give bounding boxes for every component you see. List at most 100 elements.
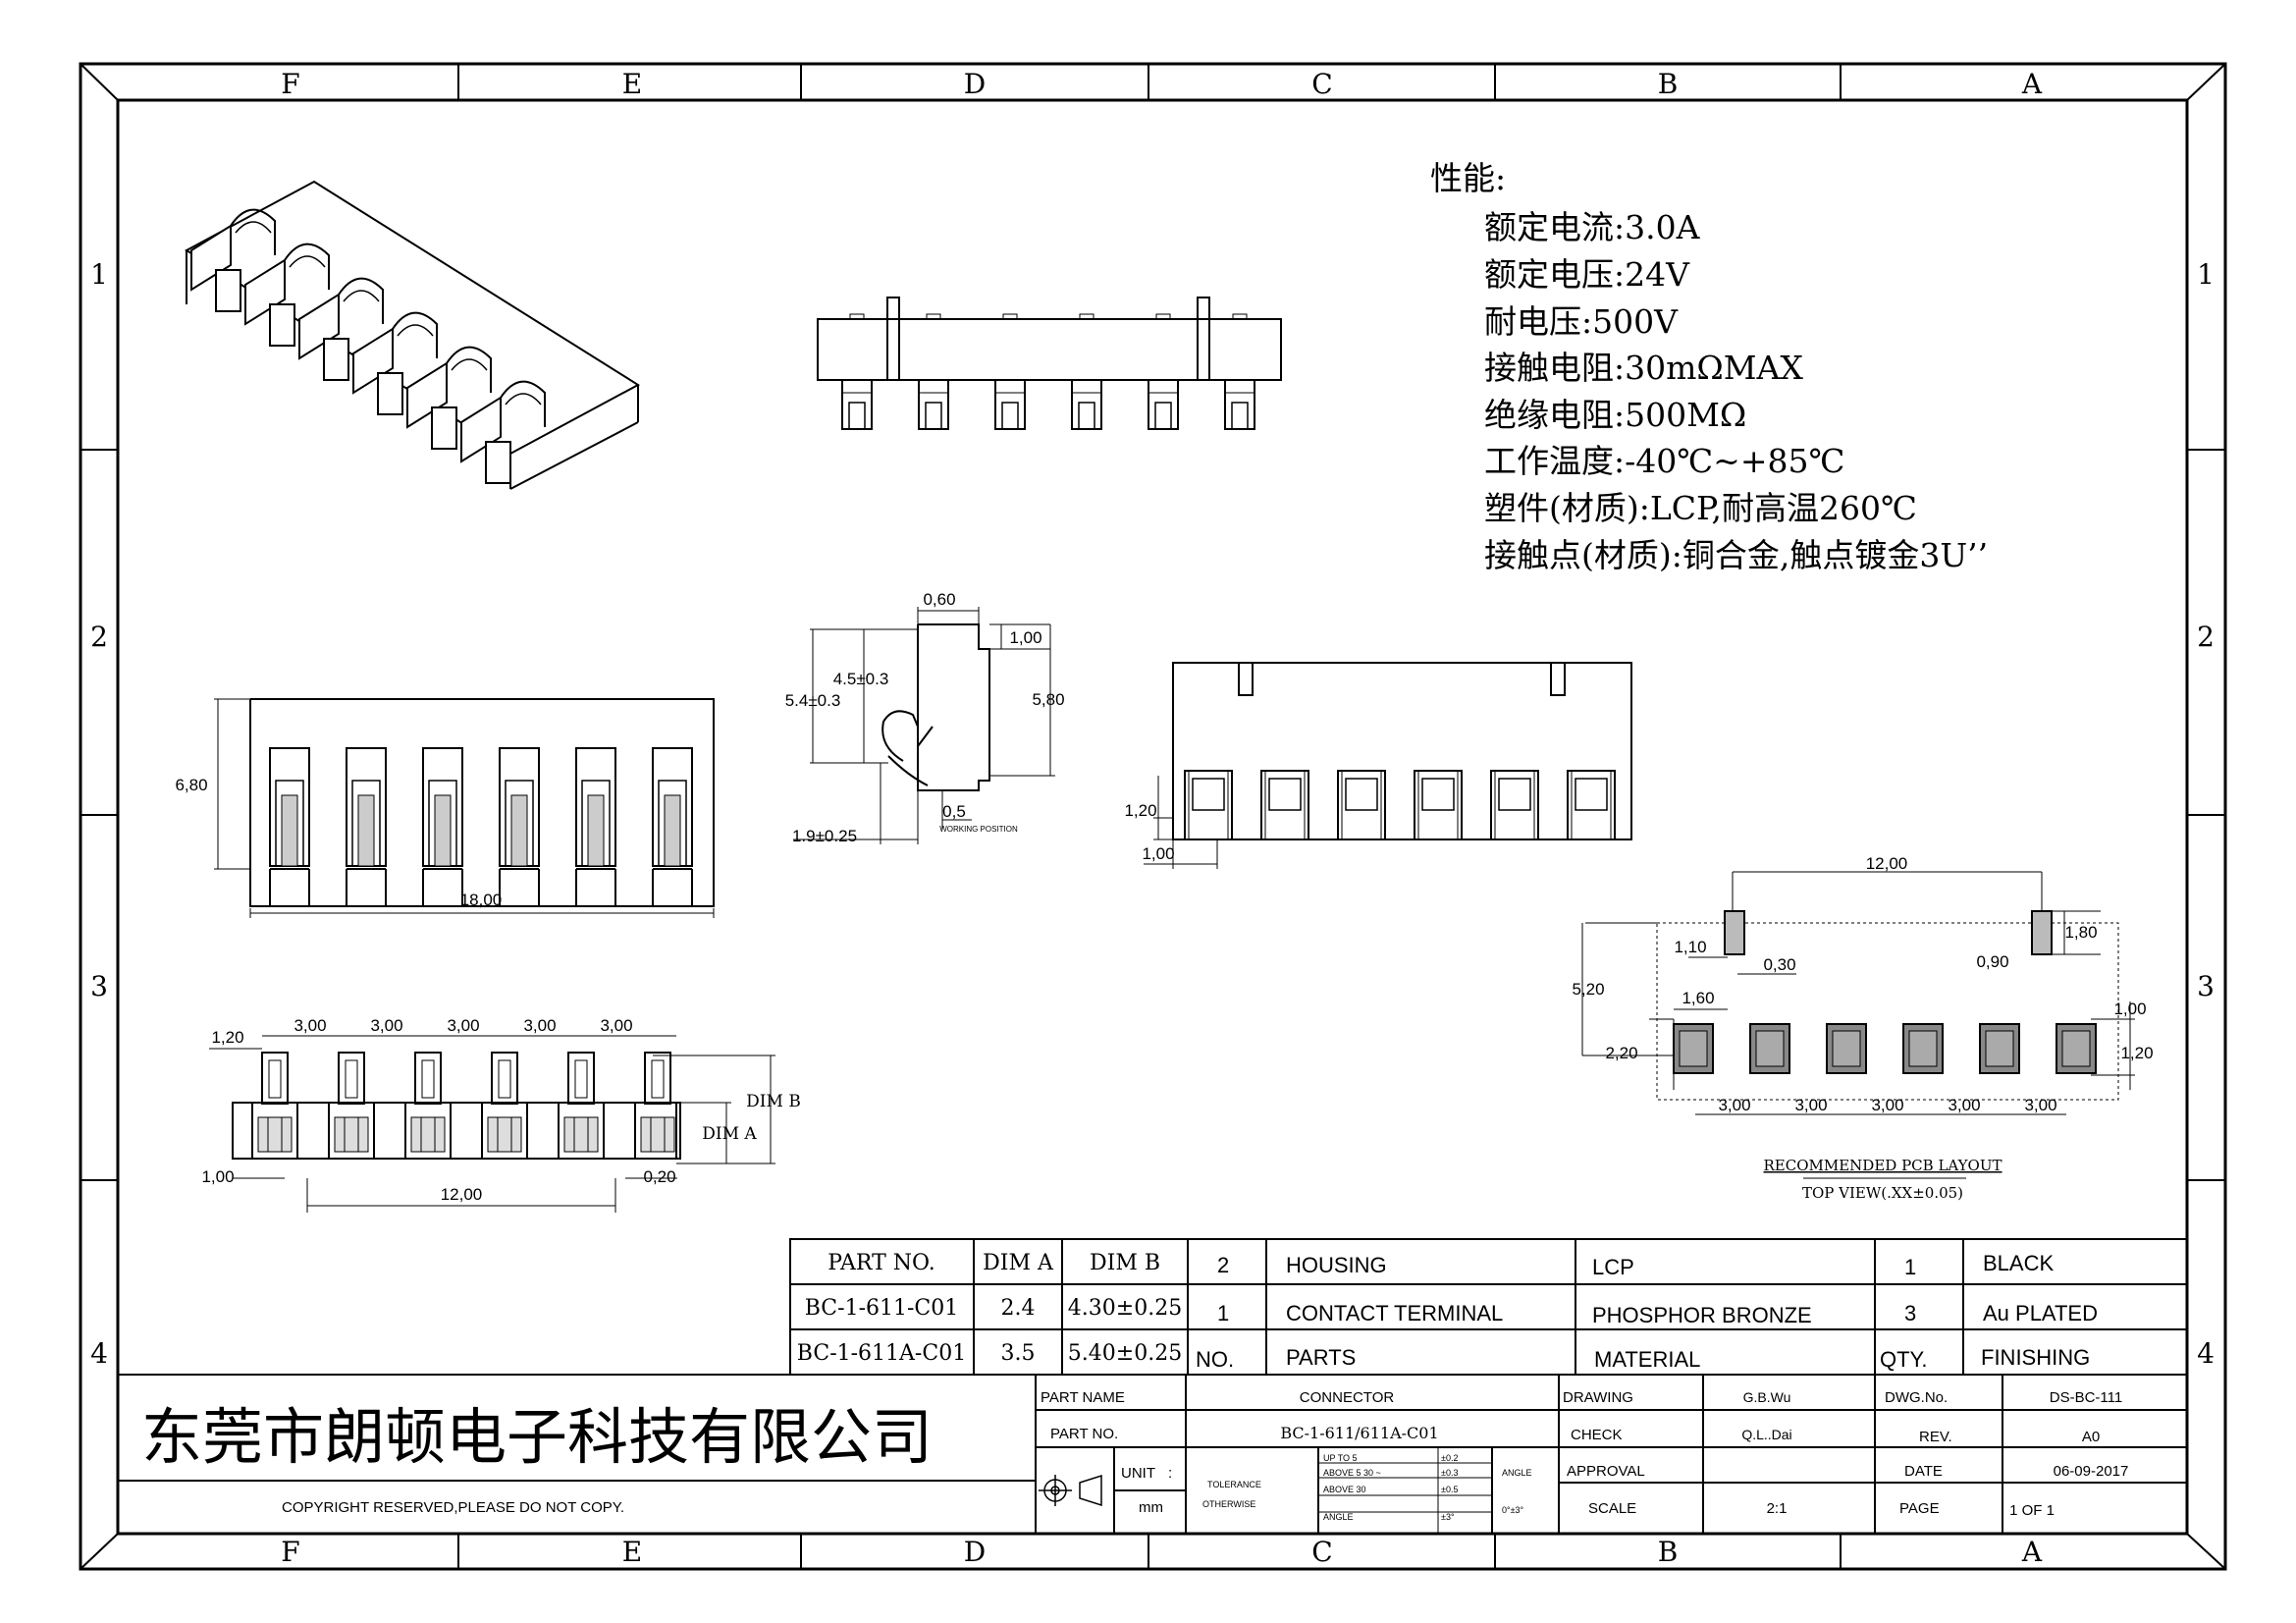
col-label-top: E [622, 68, 642, 100]
top-view [817, 297, 1282, 430]
bom-cell: NO. [1196, 1347, 1234, 1372]
back-contact-cell [1184, 770, 1233, 840]
iso-contact-arc [338, 277, 384, 324]
bottom-contact-pad [410, 1116, 446, 1153]
col-label-bottom: A [2021, 1536, 2043, 1568]
iso-contact-inner [505, 393, 542, 406]
bottom-contact-pad [563, 1116, 599, 1153]
bottom-contact-pad [640, 1116, 675, 1153]
dim-text: 1,10 [1674, 938, 1706, 956]
back-contact-window [1421, 778, 1455, 811]
iso-contact-arc [284, 243, 330, 290]
contact-pin [848, 402, 866, 430]
contact-slot [994, 379, 1026, 430]
bottom-contact-pad [487, 1116, 522, 1153]
row-label-right: 3 [2197, 970, 2215, 1002]
title-label: UNIT [1121, 1465, 1155, 1482]
title-label: TOLERANCE [1207, 1480, 1261, 1489]
dim-text: 3,00 [523, 1016, 556, 1035]
projection-symbol [1039, 1474, 1102, 1507]
table-header: DIM B [1090, 1251, 1160, 1275]
iso-contact-inner [397, 324, 434, 337]
pcb-dims: 12,00 1,80 1,10 0,30 0,90 5,20 1,60 1,00… [1572, 854, 2153, 1202]
table-cell: 2.4 [1001, 1296, 1036, 1321]
contact-slot [918, 379, 949, 430]
front-contact-terminal [434, 794, 452, 867]
dim-text: 3,00 [1718, 1096, 1750, 1114]
dim-text: 12,00 [1866, 854, 1908, 873]
front-contact-terminal [587, 794, 605, 867]
table-cell: 3.5 [1001, 1341, 1036, 1366]
bom-cell: 1 [1904, 1255, 1916, 1279]
contact-pin [925, 402, 942, 430]
bottom-contact-pad [334, 1116, 369, 1153]
sheet-frame [79, 62, 2227, 1571]
dim-text: 5,80 [1032, 690, 1064, 709]
row-label-right: 1 [2197, 258, 2215, 291]
title-value: 06-09-2017 [2054, 1463, 2129, 1480]
dim-text: DIM A [702, 1124, 757, 1144]
iso-housing-wall [190, 224, 232, 292]
side-view-dims: 0,60 1,00 4.5±0.3 5.4±0.3 5,80 0,5 1.9±0… [785, 590, 1065, 845]
bom-cell: FINISHING [1981, 1345, 2090, 1370]
bom-cell: 3 [1904, 1301, 1916, 1325]
pcb-layout [1581, 871, 2135, 1115]
contact-notch [1232, 313, 1248, 320]
contact-notch [1079, 313, 1095, 320]
dim-text: 5.4±0.3 [785, 691, 841, 710]
pcb-pad-inner [2061, 1030, 2091, 1067]
spec-line: 工作温度:-40℃~+85℃ [1484, 442, 1844, 480]
bom-cell: 1 [1217, 1301, 1229, 1325]
row-label-right: 4 [2197, 1337, 2215, 1370]
row-label-left: 4 [90, 1337, 108, 1370]
col-label-top: C [1311, 68, 1332, 100]
dim-text: 12,00 [441, 1185, 483, 1204]
dim-text: 1,20 [2120, 1044, 2153, 1062]
table-cell: 4.30±0.25 [1068, 1296, 1182, 1321]
bom-cell: Au PLATED [1983, 1301, 2098, 1325]
iso-contact-inner [451, 358, 488, 371]
col-label-top: F [281, 68, 299, 100]
col-label-bottom: C [1311, 1536, 1332, 1568]
contact-pin [1154, 402, 1172, 430]
title-value: A0 [2082, 1429, 2100, 1445]
spec-line: 耐电压:500V [1484, 302, 1679, 341]
iso-housing-foot [377, 372, 403, 415]
row-label-left: 2 [90, 621, 108, 653]
dim-text: 1,00 [1142, 844, 1174, 863]
bom-cell: QTY. [1880, 1347, 1928, 1372]
dim-text: 0,5 [942, 802, 966, 821]
contact-pin [1001, 402, 1019, 430]
col-label-bottom: B [1658, 1536, 1679, 1568]
bom-cell: PARTS [1286, 1345, 1356, 1370]
dim-text: 6,80 [175, 776, 207, 794]
col-label-bottom: E [622, 1536, 642, 1568]
copyright-note: COPYRIGHT RESERVED,PLEASE DO NOT COPY. [282, 1499, 624, 1516]
bottom-contact-cell [634, 1102, 681, 1160]
dim-text: 3,00 [1871, 1096, 1903, 1114]
spec-line: 额定电流:3.0A [1484, 208, 1701, 246]
iso-housing-foot [431, 406, 457, 450]
bottom-contact-cell [328, 1102, 375, 1160]
title-value: CONNECTOR [1300, 1389, 1395, 1406]
bottom-terminal-slot [574, 1059, 588, 1099]
dim-text: 1,80 [2064, 923, 2097, 942]
pcb-pad-inner [1679, 1030, 1708, 1067]
dim-text: 0,60 [923, 590, 955, 609]
dim-text: 1,00 [1009, 628, 1041, 647]
dim-text: 3,00 [600, 1016, 632, 1035]
iso-contact-arc [500, 380, 546, 427]
title-label: DATE [1904, 1463, 1943, 1480]
dim-text: 0,90 [1976, 952, 2008, 971]
back-contact-window [1345, 778, 1378, 811]
title-label: OTHERWISE [1202, 1499, 1255, 1509]
iso-housing-wall [406, 361, 448, 429]
bom-cell: BLACK [1983, 1251, 2054, 1275]
back-contact-cell [1490, 770, 1539, 840]
contact-slot [1071, 379, 1102, 430]
contact-notch [1155, 313, 1171, 320]
title-value: mm [1139, 1499, 1163, 1516]
title-value: 0°±3° [1502, 1505, 1524, 1515]
front-view [214, 698, 715, 918]
dim-text: 3,00 [370, 1016, 402, 1035]
